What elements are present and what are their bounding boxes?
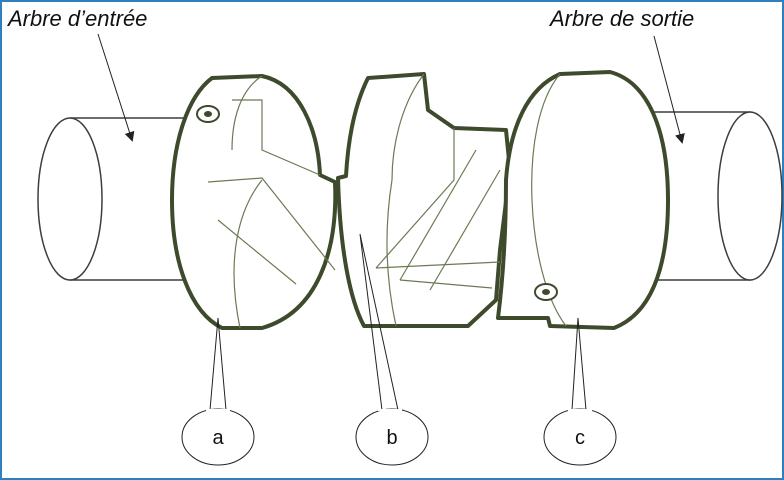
callout-c-label: c <box>575 427 585 449</box>
callout-b-label: b <box>386 427 397 449</box>
hub-c <box>496 70 670 330</box>
callout-a-label: a <box>212 427 224 449</box>
hub-a <box>170 74 338 330</box>
callout-a: a <box>181 317 255 466</box>
output-shaft-arrow <box>653 35 685 144</box>
input-shaft-arrow <box>97 33 135 142</box>
spacer-disk-b <box>336 72 512 328</box>
callout-c: c <box>543 317 617 466</box>
callout-b: b <box>355 233 429 466</box>
input-shaft-label: Arbre d’entrée <box>8 6 148 31</box>
output-shaft-label: Arbre de sortie <box>550 6 695 31</box>
